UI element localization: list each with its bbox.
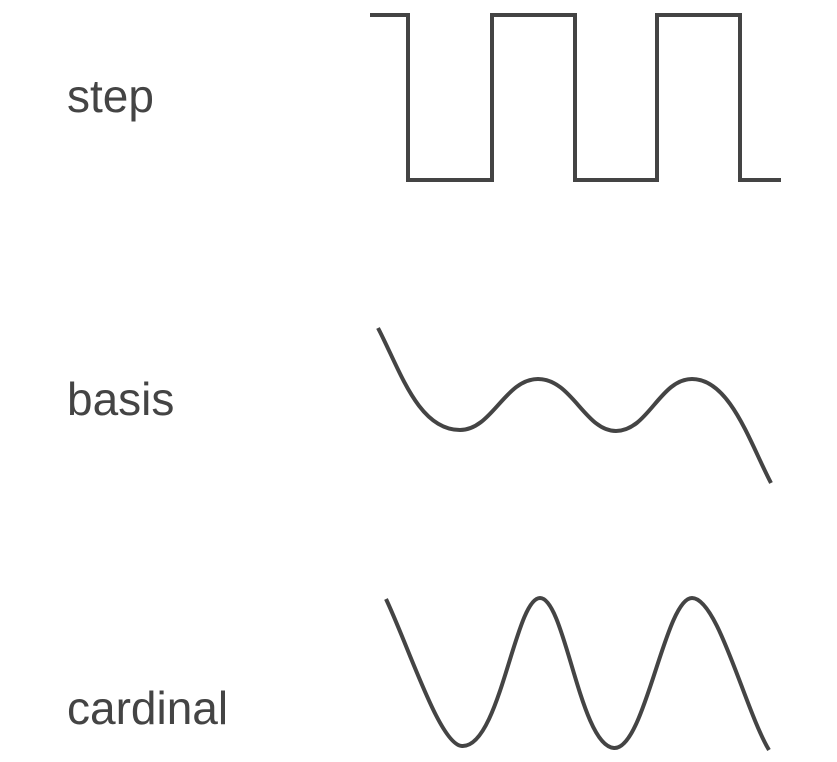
basis-curve-graphic bbox=[376, 327, 773, 484]
cardinal-curve-graphic bbox=[384, 595, 771, 752]
step-curve-graphic bbox=[370, 13, 781, 182]
basis-curve-line bbox=[376, 327, 773, 484]
curve-label-basis: basis bbox=[67, 373, 175, 425]
curve-row-cardinal: cardinal bbox=[0, 510, 837, 762]
curve-row-basis: basis bbox=[0, 240, 837, 510]
curve-label-cardinal: cardinal bbox=[67, 682, 229, 734]
cardinal-curve-line bbox=[384, 595, 771, 752]
curve-row-step: step bbox=[0, 0, 837, 240]
curve-label-step: step bbox=[67, 70, 154, 122]
step-curve-line bbox=[370, 13, 781, 182]
